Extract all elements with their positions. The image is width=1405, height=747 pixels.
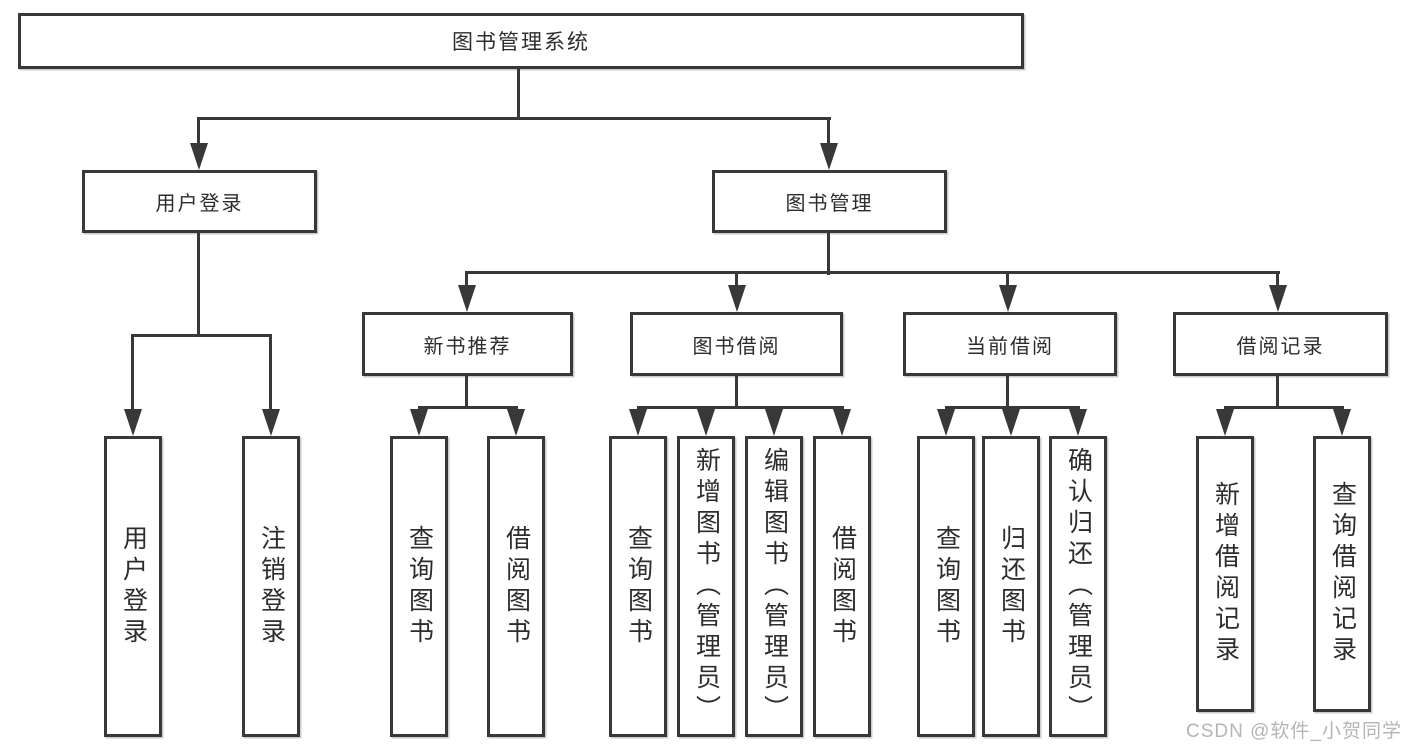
leaf-label: 确认归还（管理员） xyxy=(1064,447,1093,726)
leaf-return-book: 归还图书 xyxy=(982,436,1040,737)
arrow-down-icon xyxy=(629,409,647,436)
node-borrow-records-label: 借阅记录 xyxy=(1236,335,1325,358)
arrow-down-icon xyxy=(728,285,746,312)
leaf-add-book-admin: 新增图书（管理员） xyxy=(677,436,735,737)
leaf-edit-book-admin: 编辑图书（管理员） xyxy=(745,436,803,737)
arrow-down-icon xyxy=(507,409,525,436)
arrow-down-icon xyxy=(458,285,476,312)
connector-line xyxy=(637,406,844,409)
arrow-down-icon xyxy=(765,409,783,436)
connector-line xyxy=(131,334,134,410)
connector-line xyxy=(131,334,272,337)
arrow-down-icon xyxy=(190,143,208,170)
leaf-label: 注销登录 xyxy=(257,524,286,649)
leaf-label: 编辑图书（管理员） xyxy=(760,447,789,726)
connector-line xyxy=(418,406,518,409)
connector-line xyxy=(1006,271,1009,287)
node-current-borrow: 当前借阅 xyxy=(903,312,1117,376)
arrow-down-icon xyxy=(1269,285,1287,312)
connector-line xyxy=(945,406,1080,409)
leaf-query-borrow-record: 查询借阅记录 xyxy=(1313,436,1371,712)
node-user-login-label: 用户登录 xyxy=(155,193,244,215)
node-current-borrow-label: 当前借阅 xyxy=(966,335,1054,358)
node-book-management: 图书管理 xyxy=(712,170,947,233)
leaf-user-login: 用户登录 xyxy=(104,436,162,737)
connector-line xyxy=(735,271,738,287)
arrow-down-icon xyxy=(262,409,280,436)
leaf-query-book-recommend: 查询图书 xyxy=(390,436,448,737)
node-new-book-recommend-label: 新书推荐 xyxy=(423,335,512,358)
connector-line xyxy=(465,376,468,409)
node-book-management-label: 图书管理 xyxy=(785,193,874,215)
connector-line xyxy=(197,117,200,144)
connector-line xyxy=(269,334,272,410)
leaf-label: 查询图书 xyxy=(932,524,961,649)
connector-line xyxy=(517,69,520,120)
leaf-label: 新增图书（管理员） xyxy=(692,447,721,726)
leaf-label: 新增借阅记录 xyxy=(1211,481,1240,667)
connector-line xyxy=(197,233,200,337)
connector-line xyxy=(827,233,830,275)
connector-line xyxy=(1006,376,1009,409)
leaf-logout: 注销登录 xyxy=(242,436,300,737)
leaf-label: 查询借阅记录 xyxy=(1328,481,1357,667)
connector-line xyxy=(465,271,468,287)
leaf-label: 归还图书 xyxy=(997,524,1026,649)
leaf-add-borrow-record: 新增借阅记录 xyxy=(1196,436,1254,712)
connector-line xyxy=(1276,376,1279,409)
csdn-watermark: CSDN @软件_小贺同学 xyxy=(1186,721,1402,742)
arrow-down-icon xyxy=(999,285,1017,312)
connector-line xyxy=(198,117,831,120)
leaf-label: 用户登录 xyxy=(119,524,148,649)
leaf-confirm-return-admin: 确认归还（管理员） xyxy=(1049,436,1107,737)
node-book-borrow: 图书借阅 xyxy=(630,312,843,376)
arrow-down-icon xyxy=(937,409,955,436)
node-root-label: 图书管理系统 xyxy=(452,31,590,54)
arrow-down-icon xyxy=(124,409,142,436)
arrow-down-icon xyxy=(697,409,715,436)
arrow-down-icon xyxy=(1333,409,1351,436)
leaf-label: 查询图书 xyxy=(624,524,653,649)
arrow-down-icon xyxy=(1216,409,1234,436)
node-book-borrow-label: 图书借阅 xyxy=(692,335,781,358)
node-new-book-recommend: 新书推荐 xyxy=(362,312,573,376)
arrow-down-icon xyxy=(820,143,838,170)
node-root: 图书管理系统 xyxy=(18,13,1024,69)
leaf-label: 借阅图书 xyxy=(828,524,857,649)
arrow-down-icon xyxy=(1069,409,1087,436)
leaf-borrow-book: 借阅图书 xyxy=(813,436,871,737)
leaf-query-book-current: 查询图书 xyxy=(917,436,975,737)
arrow-down-icon xyxy=(1002,409,1020,436)
connector-line xyxy=(735,376,738,409)
leaf-label: 借阅图书 xyxy=(502,524,531,649)
arrow-down-icon xyxy=(410,409,428,436)
node-borrow-records: 借阅记录 xyxy=(1173,312,1388,376)
leaf-borrow-book-recommend: 借阅图书 xyxy=(487,436,545,737)
node-user-login: 用户登录 xyxy=(82,170,317,233)
leaf-query-book-borrow: 查询图书 xyxy=(609,436,667,737)
connector-line xyxy=(1276,271,1279,287)
connector-line xyxy=(827,117,830,144)
connector-line xyxy=(1224,406,1344,409)
leaf-label: 查询图书 xyxy=(405,524,434,649)
connector-line xyxy=(466,271,1280,274)
arrow-down-icon xyxy=(833,409,851,436)
